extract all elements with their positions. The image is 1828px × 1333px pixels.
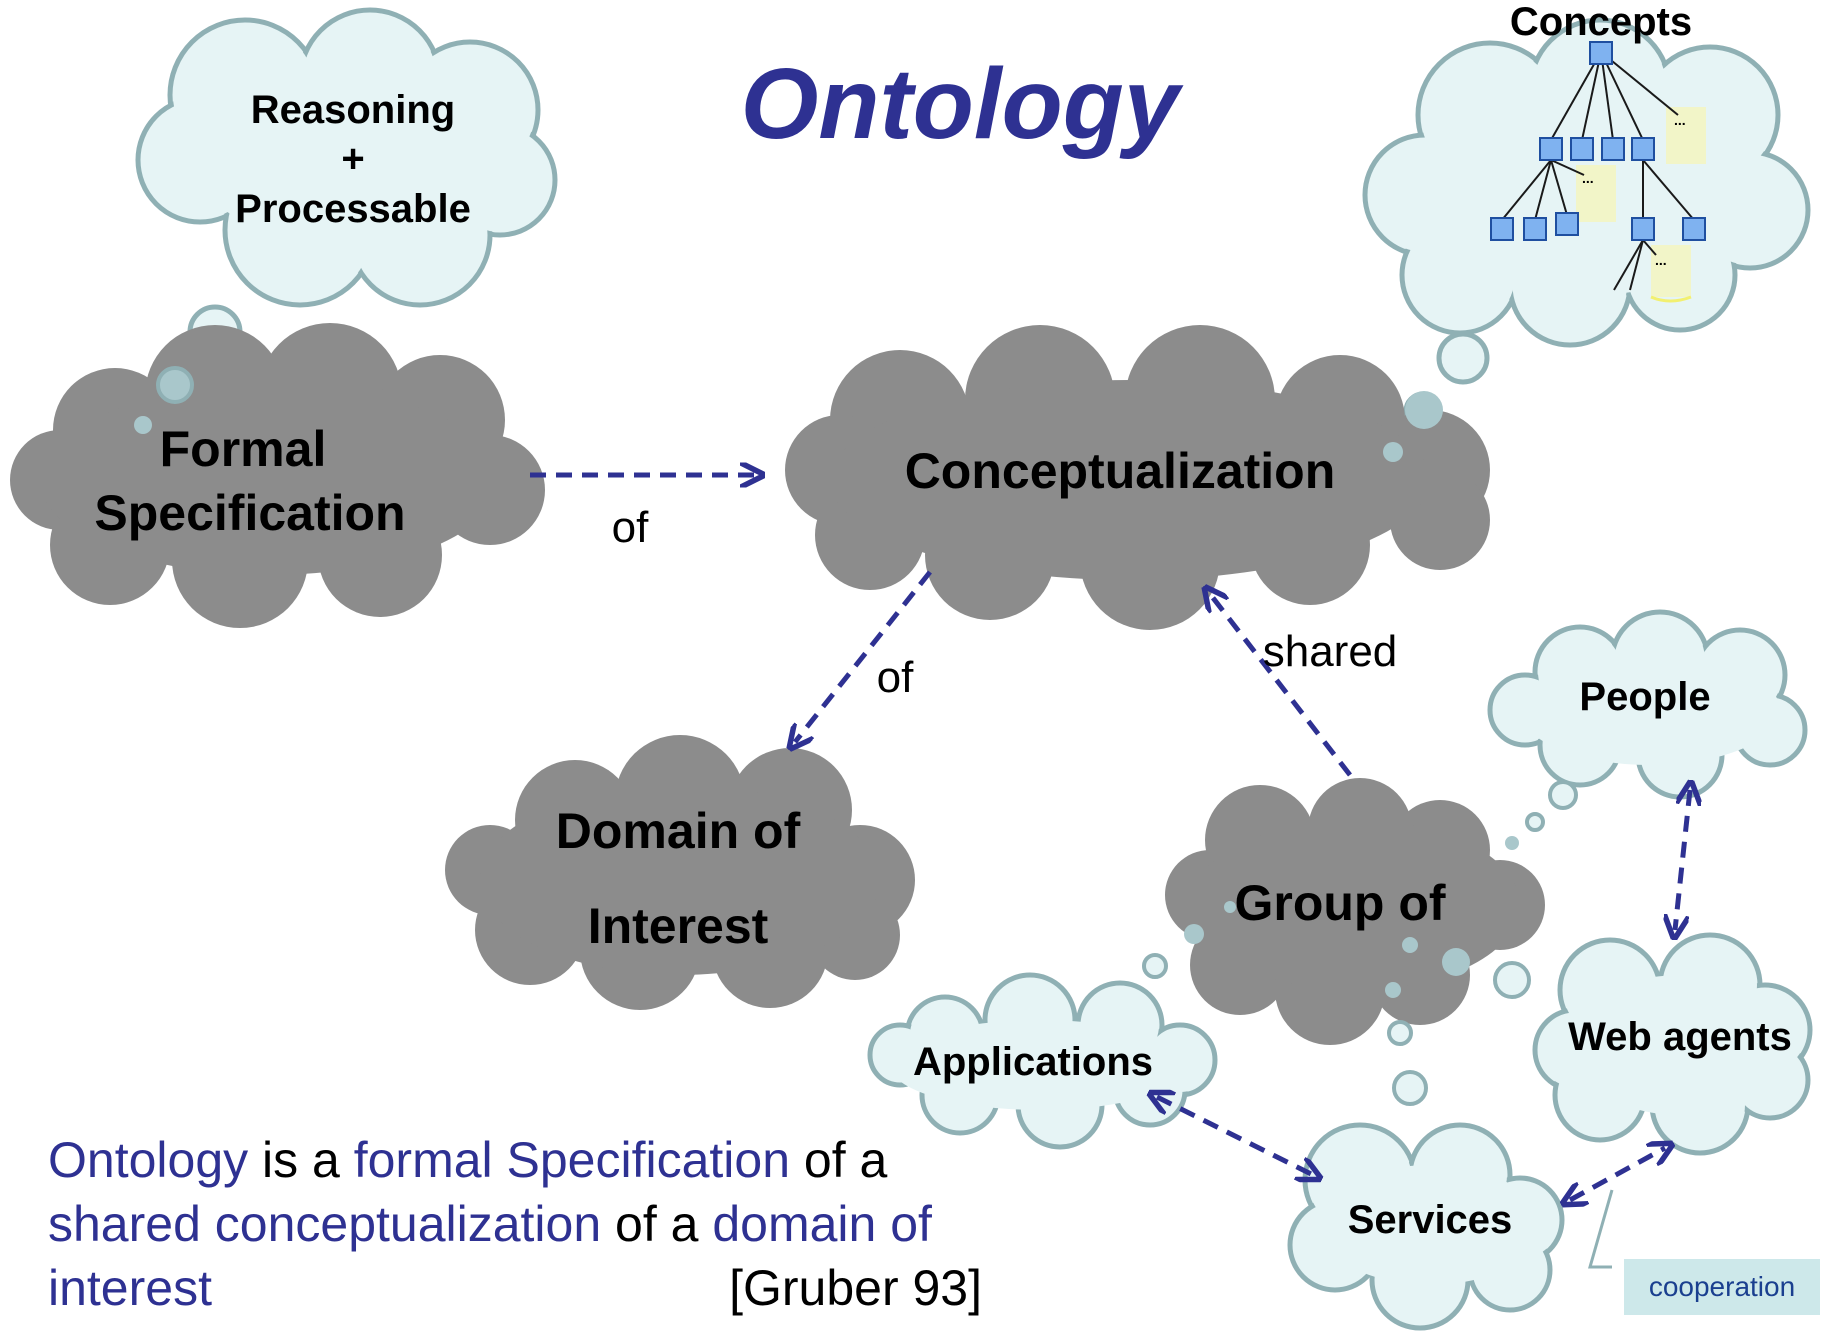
formal-specification-cloud: Formal Specification	[10, 323, 545, 628]
reasoning-label-line2: +	[341, 137, 364, 181]
thought-bubble	[1392, 1070, 1428, 1106]
thought-bubble	[1387, 1020, 1413, 1046]
concepts-label: Concepts	[1510, 0, 1692, 44]
formal-spec-label-line2: Specification	[94, 485, 405, 541]
domain-label-line1: Domain of	[556, 803, 801, 859]
arrow-services-web-agents	[1570, 1148, 1665, 1200]
def-of-a-1: of a	[790, 1132, 888, 1188]
thought-bubble	[1493, 961, 1531, 999]
arrows	[530, 475, 1690, 1200]
concept-tree-nodes	[1490, 41, 1706, 241]
concept-note-ellipsis-3: ...	[1655, 252, 1667, 268]
people-cloud: People	[1487, 609, 1808, 832]
concept-note-ellipsis-1: ...	[1674, 112, 1686, 128]
cooperation-callout-line	[1588, 1189, 1614, 1269]
conceptualization-label: Conceptualization	[905, 443, 1336, 499]
def-is-a: is a	[248, 1132, 354, 1188]
applications-label: Applications	[913, 1040, 1153, 1084]
web-agents-cloud: Web agents	[1532, 932, 1813, 1156]
concept-notes	[1576, 107, 1706, 297]
edge-label-of-spec: of	[612, 503, 649, 552]
group-of-cloud: Group of	[1165, 778, 1545, 1045]
definition-line-1: Ontology is a formal Specification of a	[48, 1128, 1008, 1192]
definition-line-2: shared conceptualization of a domain of	[48, 1192, 1008, 1256]
def-ontology: Ontology	[48, 1132, 249, 1188]
domain-of-interest-cloud: Domain of Interest	[445, 735, 915, 1010]
def-domain-of: domain of	[712, 1196, 932, 1252]
arrow-conceptualization-to-domain	[795, 570, 932, 742]
concepts-cloud: ... ... ...	[1362, 0, 1811, 463]
web-agents-label: Web agents	[1568, 1015, 1792, 1059]
applications-cloud: Applications	[867, 972, 1218, 1150]
thought-bubble	[156, 366, 194, 404]
services-cloud: Services	[1287, 1122, 1565, 1331]
reasoning-label-line3: Processable	[235, 187, 471, 231]
domain-label-line2: Interest	[588, 898, 769, 954]
definition-line-3: interest	[48, 1256, 1008, 1320]
page-title: Ontology	[741, 48, 1184, 160]
thought-bubble	[1142, 953, 1168, 979]
thought-bubble	[134, 416, 152, 434]
definition-text: Ontology is a formal Specification of a …	[48, 1128, 1008, 1320]
conceptualization-cloud: Conceptualization	[785, 325, 1490, 630]
def-shared-conceptualization: shared conceptualization	[48, 1196, 602, 1252]
concept-note-ellipsis-2: ...	[1582, 170, 1594, 186]
def-formal-specification: formal Specification	[353, 1132, 791, 1188]
reasoning-label-line1: Reasoning	[251, 88, 455, 132]
def-interest: interest	[48, 1260, 212, 1316]
def-of-a-2: of a	[601, 1196, 713, 1252]
concept-tree-edges	[1501, 51, 1695, 291]
cooperation-label: cooperation	[1624, 1259, 1820, 1315]
group-of-label: Group of	[1234, 875, 1445, 931]
arrow-people-web-agents	[1675, 790, 1690, 930]
arrow-applications-services	[1157, 1097, 1313, 1175]
citation: [Gruber 93]	[729, 1260, 982, 1316]
people-label: People	[1579, 675, 1710, 719]
services-label: Services	[1348, 1198, 1513, 1242]
formal-spec-label-line1: Formal	[160, 421, 327, 477]
arrow-group-to-conceptualization	[1210, 594, 1352, 777]
edge-label-of-domain: of	[877, 653, 914, 702]
edge-label-shared: shared	[1263, 627, 1398, 676]
reasoning-cloud: Reasoning + Processable	[132, 7, 558, 436]
